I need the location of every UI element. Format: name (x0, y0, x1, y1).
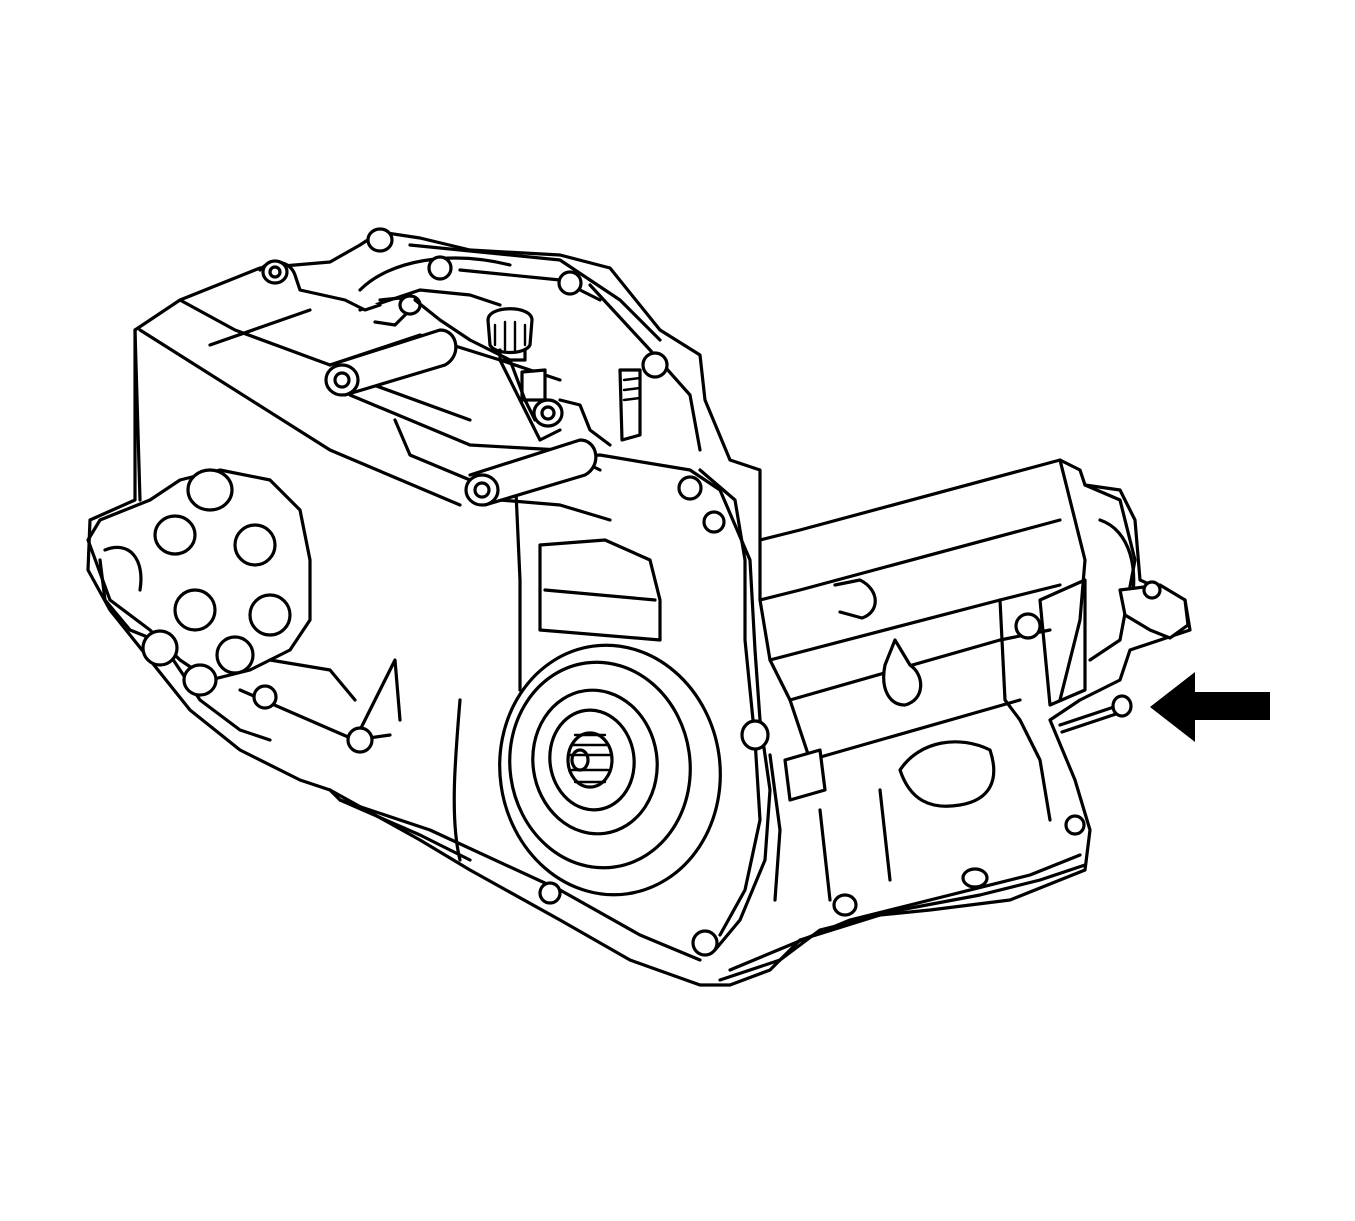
housing-pegs (783, 578, 1190, 802)
top-pipes (324, 328, 598, 507)
transmission-case (86, 230, 1192, 987)
callout-arrow-icon (1150, 672, 1270, 742)
side-cover-bosses (141, 468, 292, 697)
converter-hub (498, 643, 722, 897)
case-bolt-bosses (252, 227, 1086, 957)
highlighted-bolt (1058, 694, 1133, 734)
shift-linkage (258, 259, 642, 447)
